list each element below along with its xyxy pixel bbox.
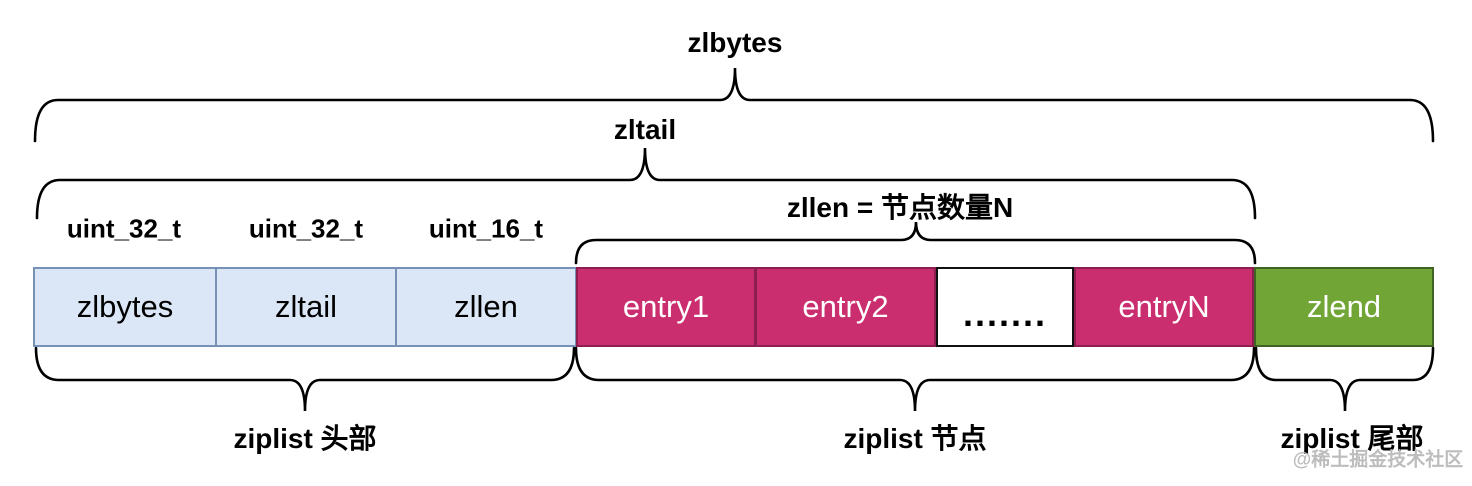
zllen-brace-label: zllen = 节点数量N (786, 192, 1014, 223)
ziplist-end-label: ziplist 尾部 (1280, 423, 1424, 454)
type-label-uint16: uint_16_t (428, 213, 544, 244)
cell-entry1: entry1 (576, 267, 756, 347)
byte-layout-row: zlbytes zltail zllen entry1 entry2 .....… (33, 267, 1434, 347)
zlbytes-brace-label: zlbytes (687, 27, 783, 58)
type-label-uint32-1: uint_32_t (66, 213, 182, 244)
cell-zlbytes: zlbytes (33, 267, 216, 347)
ziplist-entries-brace (574, 346, 1256, 412)
ziplist-end-brace (1254, 346, 1435, 412)
ziplist-header-label: ziplist 头部 (233, 423, 377, 454)
ziplist-header-brace (34, 346, 576, 412)
zltail-brace-label: zltail (613, 114, 677, 145)
cell-ellipsis: ....... (936, 267, 1074, 347)
cell-zllen: zllen (396, 267, 576, 347)
cell-zlend: zlend (1254, 267, 1434, 347)
cell-entry2: entry2 (756, 267, 936, 347)
type-label-uint32-2: uint_32_t (248, 213, 364, 244)
cell-zltail: zltail (216, 267, 396, 347)
ziplist-entries-label: ziplist 节点 (843, 423, 987, 454)
zllen-brace (574, 221, 1257, 265)
watermark: @稀土掘金技术社区 (1292, 449, 1464, 471)
cell-entryN: entryN (1074, 267, 1254, 347)
zltail-brace (35, 147, 1257, 220)
zlbytes-brace (33, 67, 1435, 143)
